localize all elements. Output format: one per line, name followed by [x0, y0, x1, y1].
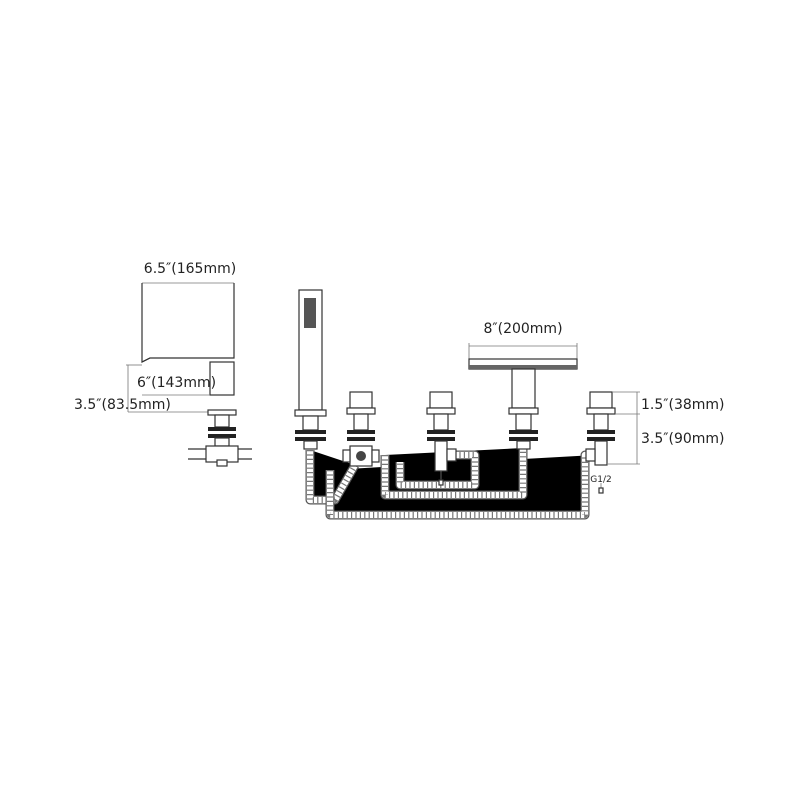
hot-valve — [426, 391, 457, 486]
thread-label: G1/2 — [590, 475, 611, 485]
hand-shower — [294, 289, 327, 450]
spout-width-label: 8″(200mm) — [483, 321, 562, 337]
spout-side-view — [126, 282, 252, 467]
handle-height-label: 1.5″(38mm) — [641, 397, 725, 413]
spout-length-label: 6.5″(165mm) — [144, 261, 236, 277]
shank-length-label: 3.5″(90mm) — [641, 431, 725, 447]
waterfall-spout — [468, 343, 578, 450]
spout-height-label: 3.5″(83.5mm) — [74, 397, 171, 413]
diverter-valve — [342, 391, 380, 467]
spout-reach-label: 6″(143mm) — [137, 375, 216, 391]
cold-valve — [585, 391, 616, 494]
height-dimensions — [608, 391, 640, 465]
